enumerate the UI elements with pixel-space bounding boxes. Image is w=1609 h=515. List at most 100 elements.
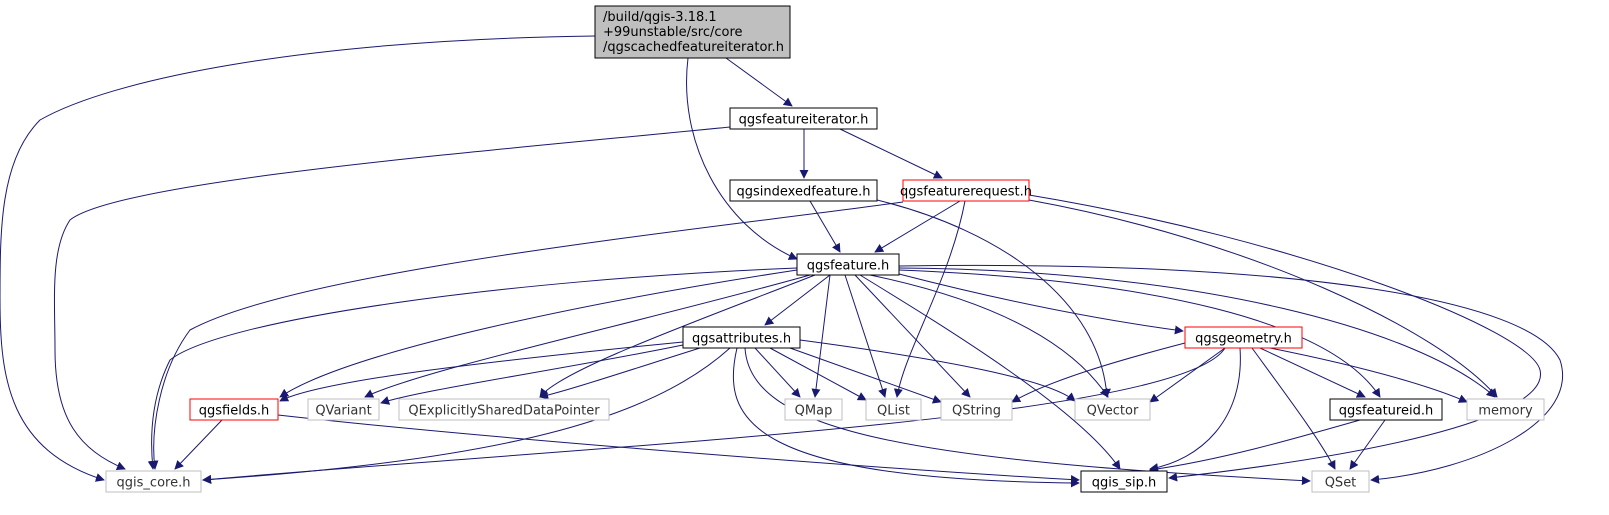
node-geometry[interactable]: qgsgeometry.h [1184,326,1303,349]
edge-fields-to-qgiscore [174,419,223,470]
edge-attributes-to-qstring [789,347,942,404]
edge-feature-to-featureid [898,269,1381,398]
node-featurerequest[interactable]: qgsfeaturerequest.h [900,179,1032,202]
edge-attributes-to-qgissip [732,347,1080,488]
node-label-qgiscore: qgis_core.h [117,476,191,491]
node-label-root-line-0: /build/qgis-3.18.1 [603,10,717,25]
edge-attributes-to-fields [279,341,684,402]
node-label-qvariant: QVariant [315,404,371,419]
node-qmap: QMap [784,398,843,421]
node-box-qgiscore [105,470,202,493]
node-label-root-line-1: +99unstable/src/core [603,25,743,40]
node-label-qset: QSet [1325,476,1357,491]
header-nodes: /build/qgis-3.18.1+99unstable/src/core/q… [105,5,1545,493]
edge-featurerequest-to-feature [874,200,961,253]
node-box-geometry [1184,326,1303,349]
node-label-qesdp: QExplicitlySharedDataPointer [408,404,600,419]
node-box-featurerequest [902,179,1030,202]
edge-feature-to-qgissip [859,274,1121,470]
node-box-qset [1311,470,1370,493]
node-label-geometry: qgsgeometry.h [1195,332,1292,347]
edge-featureiterator-to-featurerequest [839,128,943,179]
node-box-attributes [682,326,801,349]
node-feature[interactable]: qgsfeature.h [796,253,900,276]
node-box-qvariant [307,398,380,421]
edge-feature-to-qlist [844,274,887,398]
edge-geometry-to-qvector [1149,347,1226,403]
node-qgiscore: qgis_core.h [105,470,202,493]
edge-feature-to-qgiscore [147,267,798,470]
edge-attributes-to-qlist [769,347,867,401]
edge-fields-to-qgissip [277,414,1080,485]
node-box-qlist [865,398,922,421]
edge-geometry-to-qset [1251,347,1336,470]
node-memory: memory [1466,398,1545,421]
node-box-root [594,5,791,59]
edge-attributes-to-qvector [799,339,1076,402]
edge-feature-to-memory [898,267,1496,398]
edge-indexedfeature-to-feature [809,200,841,253]
node-label-qgissip: qgis_sip.h [1092,476,1156,491]
node-qstring: QString [940,398,1013,421]
node-label-feature: qgsfeature.h [807,259,890,274]
node-fields[interactable]: qgsfields.h [189,398,279,421]
node-box-qvector [1074,398,1151,421]
node-label-indexedfeature: qgsindexedfeature.h [737,185,871,200]
node-label-root-line-2: /qgscachedfeatureiterator.h [603,40,784,55]
node-qesdp: QExplicitlySharedDataPointer [398,398,610,421]
node-qset: QSet [1311,470,1370,493]
dependency-edges [0,35,1563,488]
node-label-qmap: QMap [795,404,833,419]
node-box-featureiterator [729,107,878,130]
edge-featureid-to-qgissip [1149,419,1361,474]
edge-attributes-to-qvariant [380,344,684,405]
node-root[interactable]: /build/qgis-3.18.1+99unstable/src/core/q… [594,5,791,59]
node-label-qlist: QList [877,404,910,419]
edge-geometry-to-memory [1269,347,1468,403]
node-qvector: QVector [1074,398,1151,421]
node-featureiterator[interactable]: qgsfeatureiterator.h [729,107,878,130]
node-box-fields [189,398,279,421]
edge-feature-to-qmap [811,274,831,398]
edge-geometry-to-qstring [1011,342,1186,403]
node-qgissip[interactable]: qgis_sip.h [1080,470,1168,493]
edge-feature-to-attributes [764,274,831,326]
edge-feature-to-geometry [898,273,1184,335]
node-label-fields: qgsfields.h [199,404,269,419]
node-attributes[interactable]: qgsattributes.h [682,326,801,349]
node-label-qvector: QVector [1087,404,1139,419]
edge-feature-to-qvariant [364,274,811,398]
edge-feature-to-qvector [869,274,1109,398]
edge-featureid-to-qset [1349,419,1386,470]
node-indexedfeature[interactable]: qgsindexedfeature.h [729,179,878,202]
node-box-featureid [1329,398,1443,421]
node-featureid[interactable]: qgsfeatureid.h [1329,398,1443,421]
node-label-featureiterator: qgsfeatureiterator.h [739,113,869,128]
node-box-qstring [940,398,1013,421]
node-box-qgissip [1080,470,1168,493]
edge-root-to-featureiterator [725,57,793,107]
edge-feature-to-qset [898,264,1563,484]
edge-featurerequest-to-qlist [893,200,966,398]
node-box-qmap [784,398,843,421]
edge-featurerequest-to-qgiscore [149,201,904,470]
edge-attributes-to-qesdp [539,347,701,400]
edge-feature-to-qstring [854,274,971,398]
edge-geometry-to-featureid [1259,347,1366,398]
edge-root-to-qgiscore [0,35,596,482]
node-box-qesdp [398,398,610,421]
node-box-memory [1466,398,1545,421]
node-label-memory: memory [1478,404,1533,419]
edge-root-to-feature [686,57,798,260]
edge-featurerequest-to-memory [1028,199,1498,398]
node-label-qstring: QString [952,404,1001,419]
node-box-feature [796,253,900,276]
edge-feature-to-qesdp [539,274,816,398]
edge-geometry-to-qgissip [1149,347,1241,472]
edge-featurerequest-to-qgissip [1028,194,1541,482]
edge-featureiterator-to-qgiscore [53,126,731,470]
node-label-featureid: qgsfeatureid.h [1339,404,1433,419]
node-qvariant: QVariant [307,398,380,421]
edge-feature-to-fields [279,269,798,398]
